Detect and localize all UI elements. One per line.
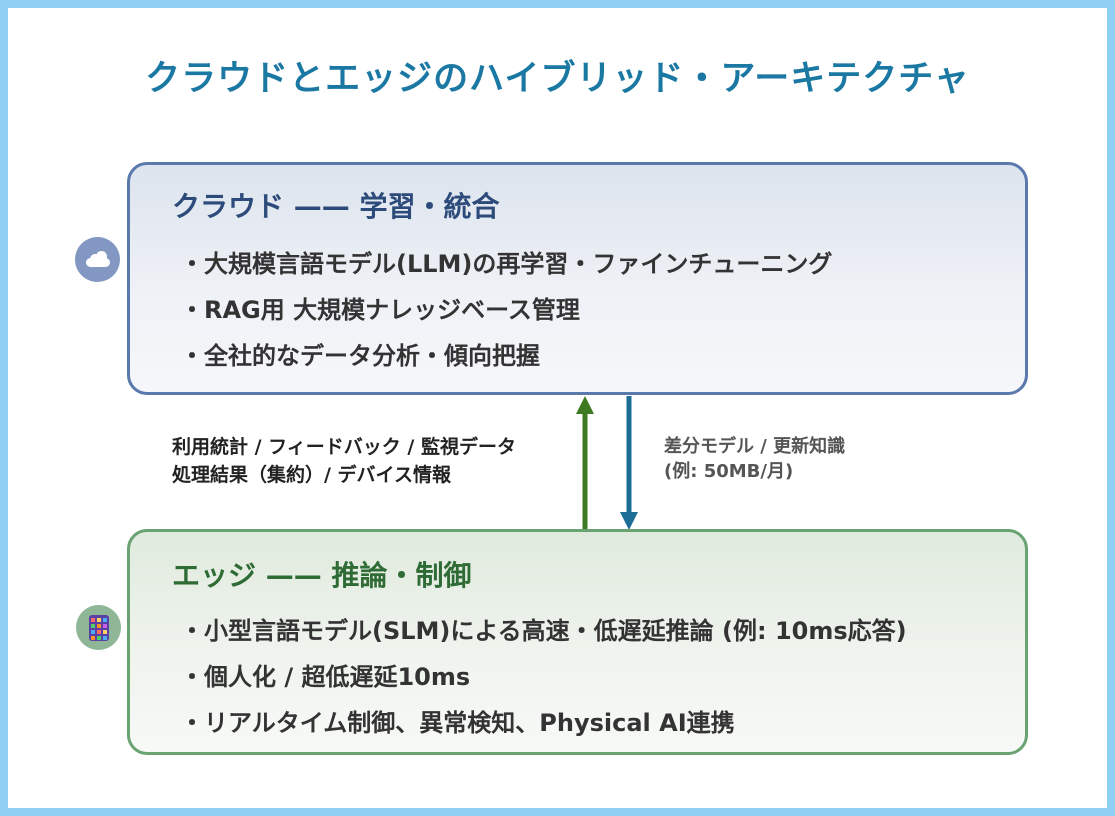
cloud-item: ・全社的なデータ分析・傾向把握 [180,342,540,370]
cloud-item: ・RAG用 大規模ナレッジベース管理 [180,296,580,324]
edge-heading: エッジ —— 推論・制御 [172,559,472,592]
diagram-title: クラウドとエッジのハイブリッド・アーキテクチャ [145,59,970,99]
edge-item: ・小型言語モデル(SLM)による高速・低遅延推論 (例: 10ms応答) [180,617,907,645]
upflow-label: 利用統計 / フィードバック / 監視データ 処理結果（集約）/ デバイス情報 [172,433,516,489]
edge-item: ・個人化 / 超低遅延10ms [180,663,471,691]
up-arrow [576,396,594,529]
cloud-heading: クラウド —— 学習・統合 [172,190,500,223]
chip-icon [76,605,121,650]
down-arrow [620,396,638,530]
edge-item: ・リアルタイム制御、異常検知、Physical AI連携 [180,709,735,737]
cloud-box: クラウド —— 学習・統合 ・大規模言語モデル(LLM)の再学習・ファインチュー… [127,162,1028,395]
downflow-line-1: 差分モデル / 更新知識 [664,436,846,457]
cloud-icon [75,237,120,282]
cloud-item: ・大規模言語モデル(LLM)の再学習・ファインチューニング [180,250,833,278]
upflow-line-2: 処理結果（集約）/ デバイス情報 [172,464,451,486]
edge-box: エッジ —— 推論・制御 ・小型言語モデル(SLM)による高速・低遅延推論 (例… [127,529,1028,755]
cloud-items: ・大規模言語モデル(LLM)の再学習・ファインチューニング ・RAG用 大規模ナ… [180,241,832,379]
downflow-label: 差分モデル / 更新知識 (例: 50MB/月) [664,434,845,484]
downflow-line-2: (例: 50MB/月) [664,461,794,482]
upflow-line-1: 利用統計 / フィードバック / 監視データ [172,436,516,458]
edge-items: ・小型言語モデル(SLM)による高速・低遅延推論 (例: 10ms応答) ・個人… [180,608,907,746]
